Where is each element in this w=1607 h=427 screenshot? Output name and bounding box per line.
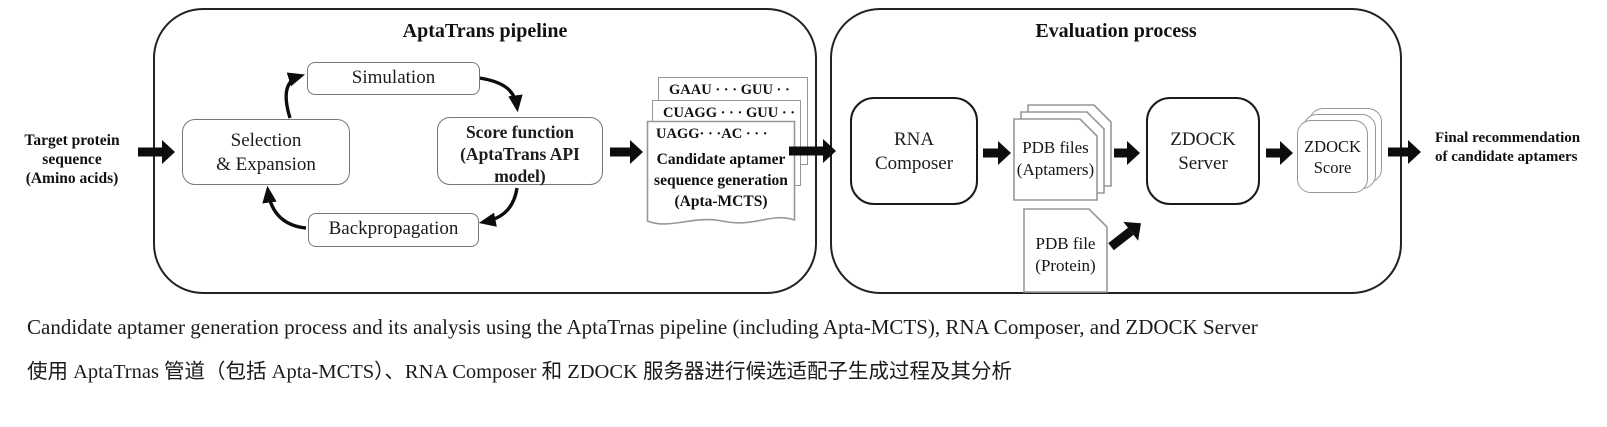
pdb-files-page-front: PDB files (Aptamers)	[1013, 118, 1098, 201]
caption-chinese: 使用 AptaTrnas 管道（包括 Apta-MCTS）、RNA Compos…	[27, 361, 1012, 383]
sequence-text-front: UAGG· · ·AC · · ·	[656, 126, 768, 142]
arrow-head	[1408, 140, 1421, 164]
score-line3: model)	[494, 166, 546, 186]
score-function-box: Score function (AptaTrans API model)	[437, 117, 603, 186]
caption-english: Candidate aptamer generation process and…	[27, 315, 1258, 339]
pdb-protein-label: PDB file (Protein)	[1023, 233, 1108, 277]
final-recommendation-label: Final recommendation of candidate aptame…	[1435, 129, 1607, 166]
pipeline-title: AptaTrans pipeline	[402, 20, 568, 42]
selection-line2: & Expansion	[216, 154, 316, 175]
score-line2: (AptaTrans API	[460, 144, 580, 164]
arrow-pipeline-to-evaluation	[789, 138, 836, 164]
pdb-files-line1: PDB files	[1022, 138, 1089, 157]
arrow-shaft	[1388, 147, 1408, 157]
final-label-line1: Final recommendation	[1435, 130, 1581, 146]
zdock-server-line2: Server	[1178, 153, 1228, 174]
score-line1: Score function	[465, 122, 575, 142]
input-label-line3: (Amino acids)	[25, 170, 119, 187]
input-label-line2: sequence	[42, 151, 102, 168]
arrow-shaft	[1266, 148, 1280, 158]
sequence-text-back: GAAU · · · GUU · ·	[669, 82, 790, 98]
selection-line1: Selection	[230, 130, 302, 151]
pdb-protein-line1: PDB file	[1035, 234, 1096, 253]
arrow-pdbfiles-to-zdock	[1114, 140, 1140, 166]
arrow-shaft	[789, 146, 823, 156]
arrow-selection-to-simulation	[284, 72, 306, 119]
final-label-line2: of candidate aptamers	[1435, 148, 1578, 165]
arrow-shaft	[1114, 148, 1127, 158]
zdock-server-box: ZDOCK Server	[1146, 97, 1260, 205]
sequence-text-middle: CUAGG · · · GUU · ·	[663, 105, 796, 121]
arrow-backpropagation-to-selection	[262, 185, 307, 230]
pdb-protein-page: PDB file (Protein)	[1023, 208, 1108, 293]
wavy-page-shape	[646, 120, 796, 225]
pdb-protein-line2: (Protein)	[1035, 256, 1096, 275]
rna-composer-line2: Composer	[874, 153, 954, 174]
simulation-box: Simulation	[307, 62, 480, 95]
arrow-shaft	[138, 147, 162, 157]
arrow-shaft	[610, 147, 630, 157]
arrow-head	[1127, 141, 1140, 165]
pdb-files-label: PDB files (Aptamers)	[1013, 137, 1098, 181]
evaluation-title: Evaluation process	[1035, 20, 1197, 42]
arrow-input-to-pipeline	[138, 139, 175, 165]
candidate-label-line2: sequence generation	[654, 172, 788, 189]
backpropagation-box: Backpropagation	[308, 213, 479, 247]
input-label-line1: Target protein	[24, 132, 120, 149]
arrow-shaft	[983, 148, 998, 158]
rna-composer-box: RNA Composer	[850, 97, 978, 205]
arrow-rna-to-pdbfiles	[983, 140, 1011, 166]
arrow-head	[823, 139, 836, 163]
candidate-label-line3: (Apta-MCTS)	[674, 193, 768, 210]
candidate-generation-label: Candidate aptamer sequence generation (A…	[646, 149, 796, 212]
simulation-label: Simulation	[351, 67, 436, 88]
arrow-evaluation-to-final	[1388, 139, 1421, 165]
arrow-simulation-to-score	[478, 76, 523, 113]
selection-expansion-box: Selection & Expansion	[182, 119, 350, 185]
zdock-score-page-front: ZDOCK Score	[1297, 120, 1368, 193]
arrow-zdock-to-score	[1266, 140, 1293, 166]
input-label: Target protein sequence (Amino acids)	[6, 131, 138, 188]
arrow-head	[1280, 141, 1293, 165]
pdb-files-line2: (Aptamers)	[1016, 160, 1095, 179]
rna-composer-line1: RNA	[893, 129, 935, 150]
arrow-head	[998, 141, 1011, 165]
backpropagation-label: Backpropagation	[328, 218, 459, 239]
arrow-head	[162, 140, 175, 164]
arrow-score-to-backpropagation	[478, 187, 519, 227]
candidate-page-front: UAGG· · ·AC · · · Candidate aptamer sequ…	[646, 120, 796, 236]
candidate-label-line1: Candidate aptamer	[656, 151, 786, 168]
arrow-score-to-output	[610, 139, 643, 165]
zdock-score-line1: ZDOCK	[1304, 137, 1361, 156]
zdock-server-line1: ZDOCK	[1170, 129, 1236, 150]
arrow-head	[630, 140, 643, 164]
zdock-score-line2: Score	[1313, 158, 1352, 177]
